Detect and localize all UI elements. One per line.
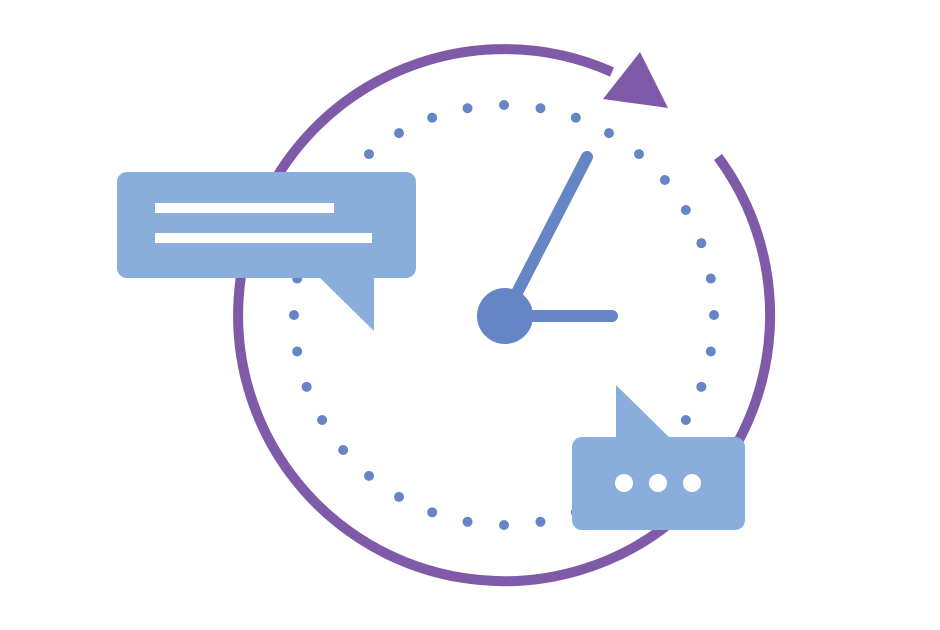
dial-dot <box>394 491 404 502</box>
clock-hub <box>477 288 533 344</box>
dial-dot <box>680 205 691 215</box>
dial-dot <box>427 507 438 518</box>
dial-dot <box>462 516 473 527</box>
dial-dot <box>301 381 312 392</box>
dial-dot <box>289 310 299 320</box>
dial-dot <box>659 175 670 186</box>
dial-dot <box>535 516 546 527</box>
minute-hand <box>499 151 593 322</box>
dial-dot <box>338 444 349 455</box>
speech-bubble-typing-icon <box>572 385 745 530</box>
bubble-tail <box>616 385 672 440</box>
cycle-arrowhead <box>603 52 668 108</box>
bubble-body <box>117 172 416 278</box>
dial-dot <box>709 310 719 320</box>
bubble-tail <box>318 276 374 331</box>
dial-dot <box>427 112 438 123</box>
dial-dot <box>633 149 644 160</box>
dial-dot <box>499 520 509 530</box>
dial-dot <box>317 415 328 425</box>
dial-dot <box>499 100 509 110</box>
speech-bubble-text-icon <box>117 172 416 331</box>
text-line <box>155 233 372 243</box>
typing-dot <box>615 474 633 492</box>
dial-dot <box>394 128 404 139</box>
dial-dot <box>364 470 375 481</box>
dial-dot <box>535 103 546 114</box>
dial-dot <box>604 128 614 139</box>
cycle-ring <box>233 44 776 587</box>
dial-dot <box>680 415 691 425</box>
dial-dot <box>292 346 303 357</box>
clock-hands <box>477 151 618 344</box>
dial-dot <box>462 103 473 114</box>
cycle-arrow-icon <box>233 44 776 587</box>
typing-dot <box>649 474 667 492</box>
dial-dot <box>696 381 707 392</box>
dial-dot <box>364 149 375 160</box>
dial-dot <box>705 273 716 284</box>
typing-dot <box>683 474 701 492</box>
text-line <box>155 203 334 213</box>
dial-dot <box>570 112 581 123</box>
dial-dot <box>696 238 707 249</box>
dial-dot <box>705 346 716 357</box>
clock-dial-dots <box>289 100 719 530</box>
